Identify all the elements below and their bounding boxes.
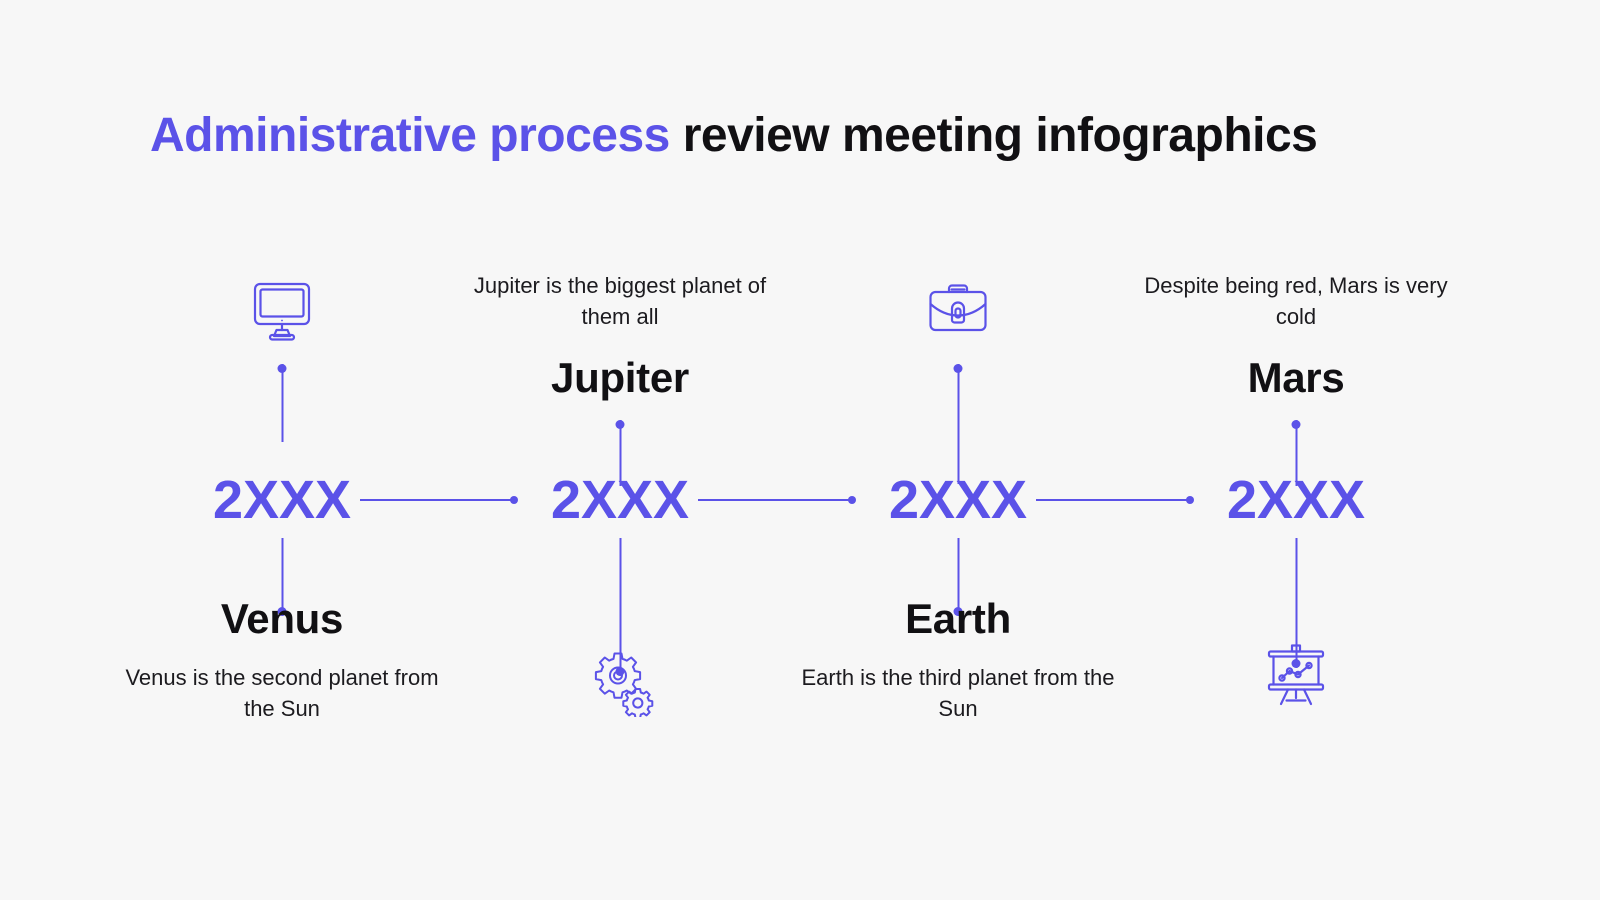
connector-dot [510,496,518,504]
description-venus: Venus is the second planet from the Sun [125,665,439,721]
briefcase-icon [922,274,994,346]
vertical-connector-top [277,364,287,442]
timeline-item-earth[interactable]: 2XXX Earth Earth is the third planet fro… [793,240,1123,780]
description-jupiter: Jupiter is the biggest planet of them al… [473,273,767,329]
monitor-icon [246,274,318,346]
connector-line [619,538,621,676]
timeline-connector-3-4 [1036,496,1194,504]
connector-line [619,420,621,486]
year-label-venus: 2XXX [212,470,352,530]
presentation-chart-icon [1260,640,1332,712]
connector-line [957,538,959,616]
connector-line [1036,499,1191,501]
page-title-plain: review meeting infographics [669,109,1318,162]
heading-mars: Mars [1247,354,1345,401]
year-label-mars: 2XXX [1226,470,1366,530]
vertical-connector-bottom [277,538,287,616]
connector-dot [1186,496,1194,504]
page-title-accent: Administrative process [150,109,670,162]
connector-line [957,364,959,484]
year-label-jupiter: 2XXX [550,470,690,530]
connector-line [1295,538,1297,668]
timeline-connector-2-3 [698,496,856,504]
vertical-connector-top [1291,420,1301,486]
timeline: 2XXX Venus Venus is the second planet fr… [0,240,1600,780]
timeline-item-mars[interactable]: Despite being red, Mars is very cold Mar… [1131,240,1461,780]
page-title: Administrative process review meeting in… [150,108,1470,163]
description-mars: Despite being red, Mars is very cold [1144,273,1448,329]
connector-dot [953,607,963,616]
connector-dot [1291,659,1301,668]
heading-venus: Venus [220,595,344,642]
vertical-connector-bottom [953,538,963,616]
heading-jupiter: Jupiter [551,354,689,401]
description-earth: Earth is the third planet from the Sun [801,665,1115,721]
timeline-connector-1-2 [360,496,518,504]
connector-line [281,538,283,616]
connector-line [281,364,283,442]
vertical-connector-bottom [1291,538,1301,668]
heading-earth: Earth [905,595,1011,642]
connector-line [698,499,853,501]
vertical-connector-top [953,364,963,484]
connector-dot [277,607,287,616]
gears-icon [584,645,656,717]
timeline-item-jupiter[interactable]: Jupiter is the biggest planet of them al… [455,240,785,780]
year-label-earth: 2XXX [888,470,1028,530]
connector-dot [848,496,856,504]
connector-line [360,499,515,501]
connector-line [1295,420,1297,486]
vertical-connector-top [615,420,625,486]
timeline-item-venus[interactable]: 2XXX Venus Venus is the second planet fr… [117,240,447,780]
